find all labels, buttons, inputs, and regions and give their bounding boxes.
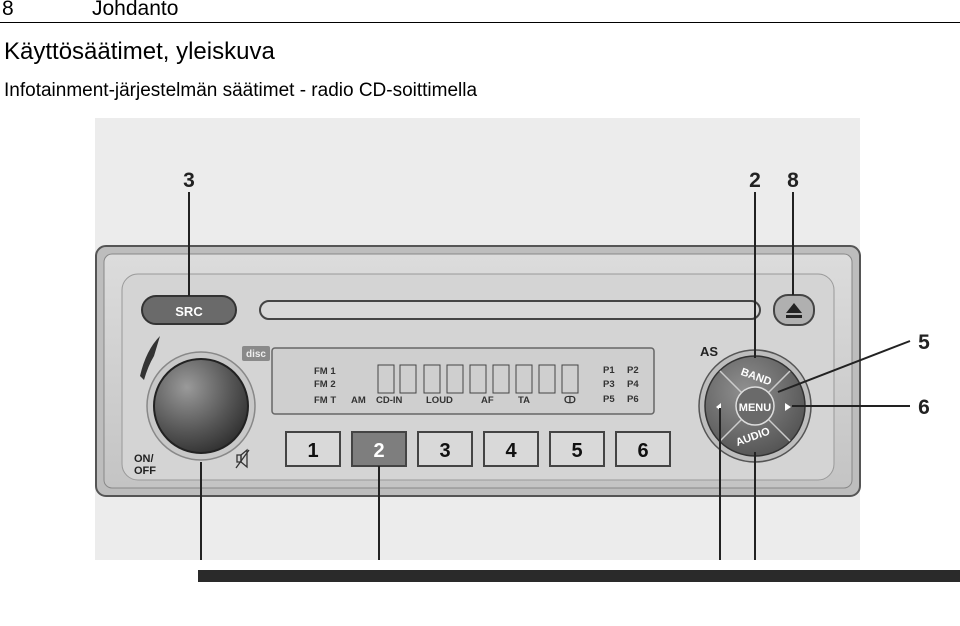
page-header: 8 Johdanto xyxy=(0,0,960,23)
off-label: OFF xyxy=(134,465,156,477)
menu-label: MENU xyxy=(739,402,771,414)
lcd-p6: P6 xyxy=(627,394,639,405)
lcd-fm2: FM 2 xyxy=(314,379,336,390)
lcd-segment-digits xyxy=(377,364,579,394)
bottom-callout-bar xyxy=(198,570,960,582)
callout-3: 3 xyxy=(183,169,195,192)
eject-icon xyxy=(786,303,802,313)
preset-button-1[interactable]: 1 xyxy=(285,431,341,467)
lcd-loud: LOUD xyxy=(426,395,453,406)
lcd-p4: P4 xyxy=(627,379,639,390)
src-label: SRC xyxy=(175,304,203,319)
lcd-p2: P2 xyxy=(627,365,639,376)
chapter-title: Johdanto xyxy=(92,0,179,20)
disc-logo: disc xyxy=(242,346,270,361)
radio-figure: SRC ON/ OFF disc FM 1 FM 2 FM T AM C xyxy=(0,112,960,626)
svg-text:3: 3 xyxy=(439,440,450,462)
preset-button-6[interactable]: 6 xyxy=(615,431,671,467)
as-label: AS xyxy=(700,344,718,359)
cd-slot[interactable] xyxy=(259,300,761,320)
preset-button-2[interactable]: 2 xyxy=(351,431,407,467)
on-label: ON/ xyxy=(134,453,154,465)
lcd-p3: P3 xyxy=(603,379,615,390)
svg-text:5: 5 xyxy=(571,440,582,462)
preset-button-4[interactable]: 4 xyxy=(483,431,539,467)
lcd-am: AM xyxy=(351,395,366,406)
figure-caption: Infotainment-järjestelmän säätimet - rad… xyxy=(4,80,478,101)
svg-text:disc: disc xyxy=(246,349,266,360)
header-rule xyxy=(0,22,960,23)
callout-6: 6 xyxy=(918,396,930,419)
lcd-ta: TA xyxy=(518,395,530,406)
page-number: 8 xyxy=(2,0,14,20)
svg-text:4: 4 xyxy=(505,440,517,462)
knob-marker xyxy=(140,336,160,380)
section-title: Käyttösäätimet, yleiskuva xyxy=(4,38,275,65)
lcd-fm1: FM 1 xyxy=(314,366,336,377)
eject-button[interactable] xyxy=(773,294,815,326)
src-button[interactable]: SRC xyxy=(141,295,237,325)
volume-knob[interactable] xyxy=(153,358,249,454)
mute-icon xyxy=(235,448,250,469)
svg-text:6: 6 xyxy=(637,440,648,462)
lcd-p5: P5 xyxy=(603,394,615,405)
lcd-stereo-icon: ↀ xyxy=(564,395,577,406)
svg-text:1: 1 xyxy=(307,440,318,462)
lcd-fmt: FM T xyxy=(314,395,336,406)
lcd-af: AF xyxy=(481,395,494,406)
menu-button[interactable] xyxy=(735,386,775,426)
preset-button-3[interactable]: 3 xyxy=(417,431,473,467)
callout-5: 5 xyxy=(918,331,930,354)
callout-2: 2 xyxy=(749,169,761,192)
callout-8: 8 xyxy=(787,169,799,192)
lcd-cdin: CD-IN xyxy=(376,395,403,406)
preset-button-5[interactable]: 5 xyxy=(549,431,605,467)
right-arrow-icon[interactable] xyxy=(785,403,791,411)
svg-text:2: 2 xyxy=(373,440,384,462)
callout-lines xyxy=(188,192,911,560)
lcd-p1: P1 xyxy=(603,365,615,376)
